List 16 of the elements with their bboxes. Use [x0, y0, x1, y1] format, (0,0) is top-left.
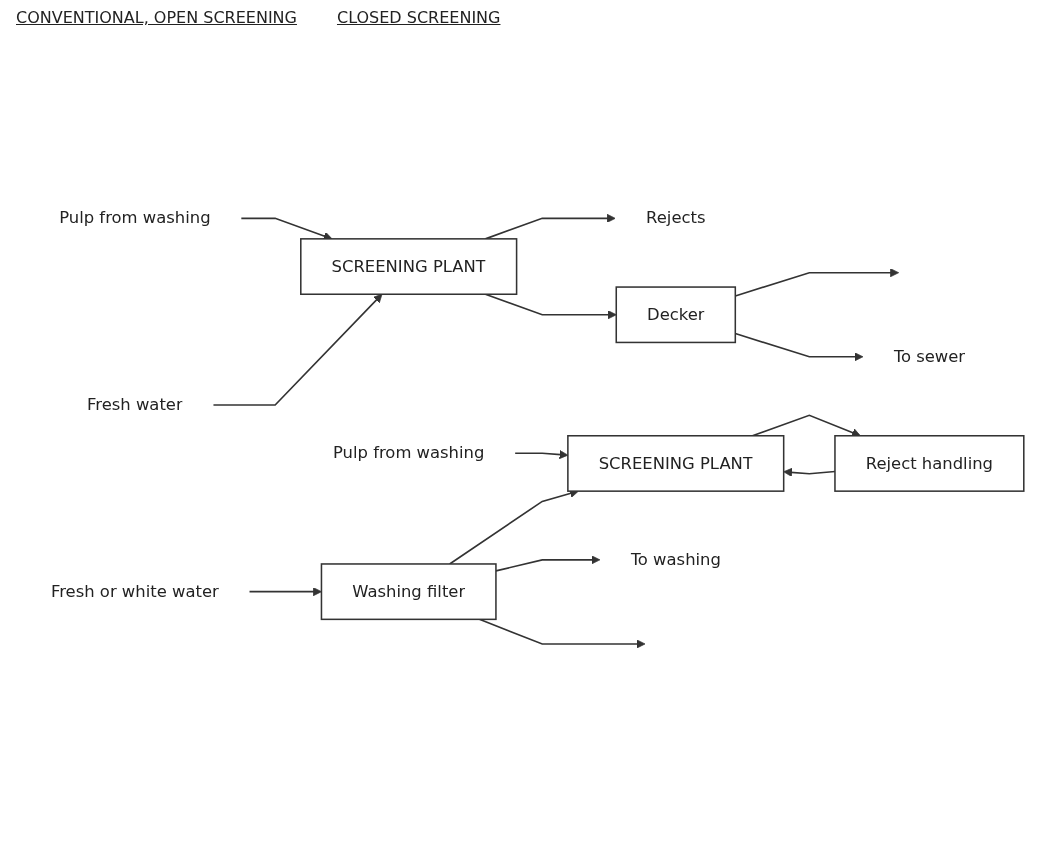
node-box: Reject handling	[833, 435, 1025, 492]
node-box: SCREENING PLANT	[299, 238, 517, 295]
section-heading: CLOSED SCREENING	[336, 8, 501, 27]
node-box: SCREENING PLANT	[566, 435, 784, 492]
node-box: Decker	[615, 286, 736, 344]
node-text: Fresh or white water	[50, 581, 219, 601]
arrow	[212, 293, 382, 406]
arrow	[513, 450, 568, 460]
node-box: Washing filter	[320, 563, 497, 621]
section-heading: CONVENTIONAL, OPEN SCREENING	[16, 8, 297, 27]
node-text: Pulp from washing	[332, 442, 484, 463]
node-text: Pulp from washing	[58, 208, 211, 228]
node-text: Fresh water	[86, 394, 183, 415]
node-text: To washing	[630, 549, 721, 570]
node-text: To sewer	[893, 346, 965, 367]
node-text: Rejects	[645, 208, 705, 228]
